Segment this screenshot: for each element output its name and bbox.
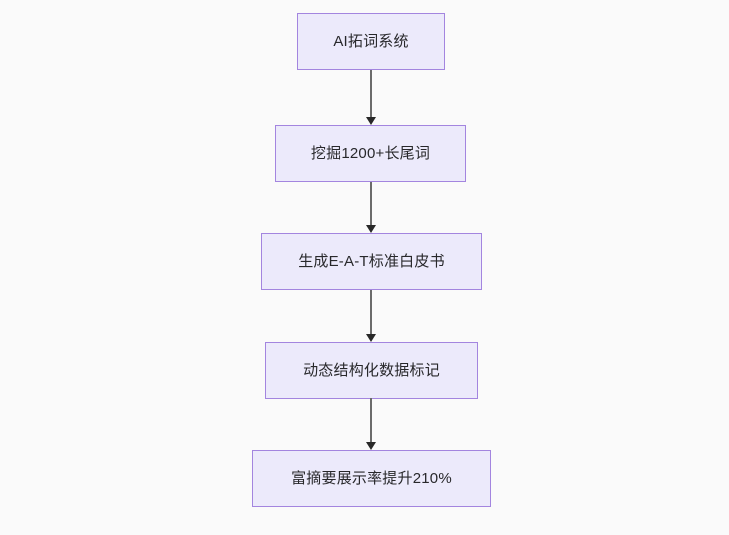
flow-node-label: AI拓词系统 <box>333 32 409 50</box>
flow-node-rich-snippet-result[interactable]: 富摘要展示率提升210% <box>252 450 491 507</box>
arrowhead-icon <box>365 225 376 233</box>
edge-line <box>369 290 373 336</box>
flow-node-ai-keyword-system[interactable]: AI拓词系统 <box>297 13 445 70</box>
arrowhead-icon <box>365 334 376 342</box>
flow-node-longtail-keywords[interactable]: 挖掘1200+长尾词 <box>275 125 466 182</box>
flow-node-label: 动态结构化数据标记 <box>303 361 440 379</box>
flow-node-label: 挖掘1200+长尾词 <box>310 144 431 162</box>
edge-line <box>369 182 373 227</box>
flow-node-eat-whitepaper[interactable]: 生成E-A-T标准白皮书 <box>261 233 482 290</box>
flow-node-structured-data-markup[interactable]: 动态结构化数据标记 <box>265 342 478 399</box>
flow-node-label: 生成E-A-T标准白皮书 <box>298 252 445 270</box>
arrowhead-icon <box>365 117 376 125</box>
flow-node-label: 富摘要展示率提升210% <box>291 469 452 487</box>
arrowhead-icon <box>365 442 376 450</box>
edge-line <box>369 398 373 444</box>
edge-line <box>369 70 373 119</box>
